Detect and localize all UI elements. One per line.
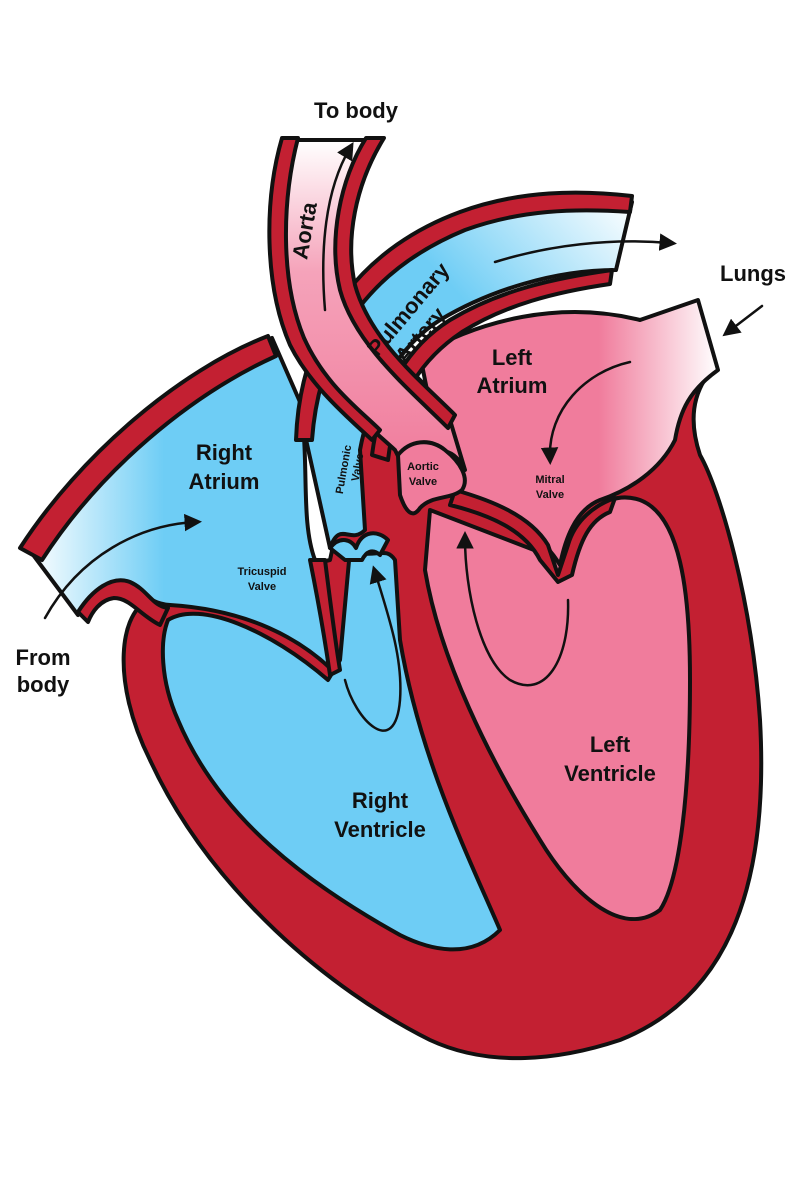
to-body-label: To body [314,98,399,123]
left-atrium-flow-arrow [540,360,632,465]
mitral-valve-label-line1: Mitral [535,474,564,486]
pulmonic-valve-label-line2: Valve [350,453,367,483]
aorta-wall-left [267,136,382,442]
right-atrium-lower-wall [76,578,170,627]
mitral-valve-label-line2: Valve [536,489,564,501]
aortic-valve-shape [396,440,467,516]
right-ventricle-chamber [160,548,502,952]
from-body-label-line2: body [17,672,70,697]
right-ventricle-label-line1: Right [352,788,409,813]
right-atrium-label-line2: Atrium [189,469,260,494]
aortic-valve-label-line1: Aortic [407,461,439,473]
left-ventricle-flow-arrow [456,531,570,687]
left-atrium-label-line1: Left [492,345,533,370]
to-lungs-arrow [493,233,677,264]
from-body-label-line1: From [16,645,71,670]
to-body-arrow [322,141,354,312]
right-atrium-label-line1: Right [196,440,253,465]
aortic-valve-label-line2: Valve [409,476,437,488]
left-ventricle-label-line2: Ventricle [564,761,656,786]
pulmonary-artery-wall-inner [370,268,614,462]
pulmonic-valve-shape [328,531,390,562]
right-ventricle-label-line2: Ventricle [334,817,426,842]
lungs-label: Lungs [720,261,786,286]
pulmonary-artery-wall-outer [294,190,634,442]
right-ventricle-flow-arrow [343,565,402,732]
tricuspid-valve-label-line1: Tricuspid [238,566,287,578]
from-lungs-arrow [722,304,764,337]
right-atrium-upper-wall [18,334,278,562]
tricuspid-valve-label-line2: Valve [248,581,276,593]
aorta-wall-right [333,136,457,430]
tricuspid-valve-flap [308,558,342,677]
left-ventricle-chamber [423,495,692,922]
left-ventricle-label-line1: Left [590,732,631,757]
from-body-arrow [43,513,202,620]
left-atrium-label-line2: Atrium [477,373,548,398]
mitral-valve-flap [448,488,617,584]
